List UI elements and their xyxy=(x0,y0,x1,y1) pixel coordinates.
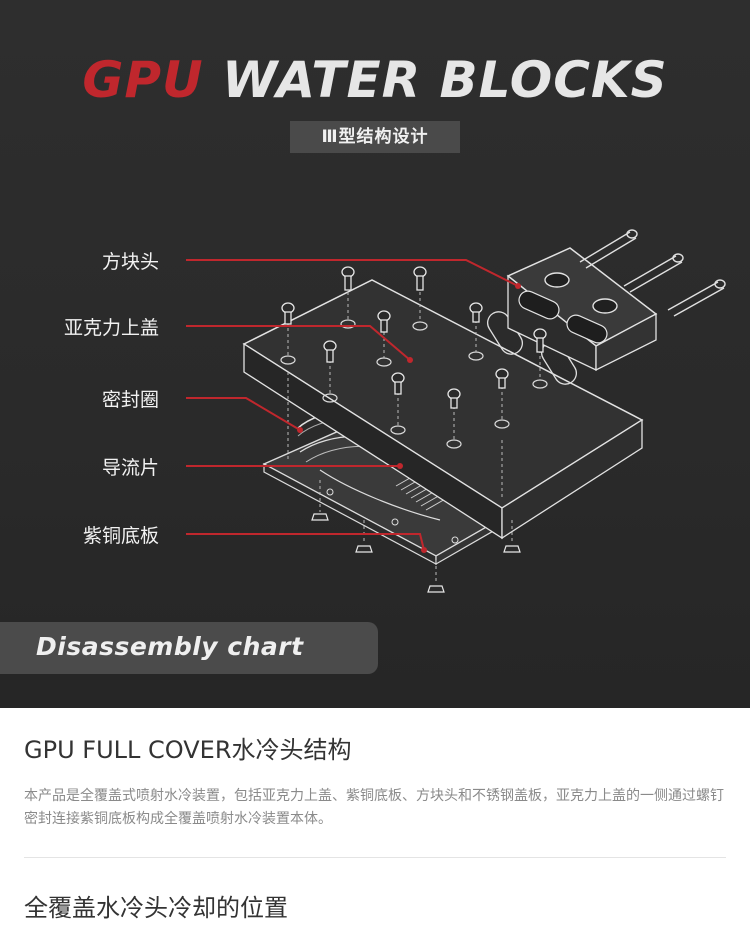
top-screws xyxy=(281,266,547,409)
section-divider xyxy=(24,857,726,858)
hero-title-gpu: GPU xyxy=(82,51,204,109)
acrylic-cover xyxy=(242,279,644,540)
label-guide-plate: 导流片 xyxy=(102,457,160,479)
label-seal-ring: 密封圈 xyxy=(102,389,160,411)
section-structure-title: GPU FULL COVER水冷头结构 xyxy=(24,736,352,764)
hero-title-rest: WATER BLOCKS xyxy=(222,51,668,109)
bottom-nuts xyxy=(311,513,521,593)
section-structure-body: 本产品是全覆盖式喷射水冷装置，包括亚克力上盖、紫铜底板、方块头和不锈钢盖板，亚克… xyxy=(24,788,724,827)
disassembly-banner: Disassembly chart xyxy=(0,622,378,674)
label-acrylic-cover: 亚克力上盖 xyxy=(64,317,160,339)
callout-lines xyxy=(186,259,519,551)
alignment-guides xyxy=(287,292,541,584)
disassembly-banner-text: Disassembly chart xyxy=(36,632,304,661)
label-square-block-head: 方块头 xyxy=(102,251,160,273)
callout-dots xyxy=(297,283,521,553)
block-long-screws xyxy=(579,229,726,317)
exploded-diagram xyxy=(186,229,726,593)
hero-subtitle-badge: Ⅲ型结构设计 xyxy=(290,121,460,153)
label-copper-base: 紫铜底板 xyxy=(83,525,160,547)
hero-section: GPU WATER BLOCKS Ⅲ型结构设计 xyxy=(0,0,750,708)
section-cooling-title: 全覆盖水冷头冷却的位置 xyxy=(24,894,288,922)
hero-title: GPU WATER BLOCKS xyxy=(0,52,750,108)
square-block-head xyxy=(506,247,658,372)
